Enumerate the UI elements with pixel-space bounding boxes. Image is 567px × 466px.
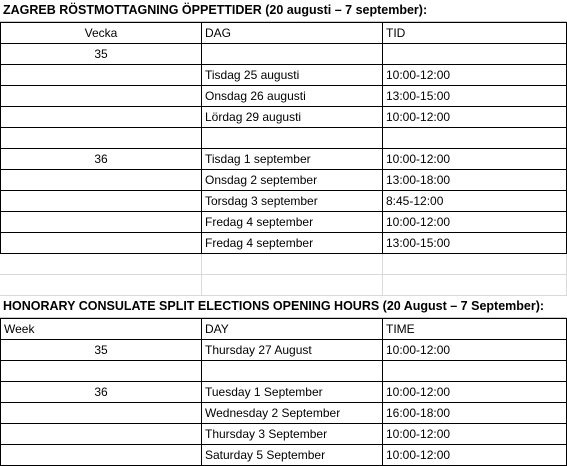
time-cell: 10:00-12:00	[383, 340, 567, 361]
day-cell	[202, 361, 383, 382]
time-cell: 13:00-15:00	[383, 233, 567, 254]
week-cell	[0, 86, 202, 107]
time-cell	[383, 44, 567, 65]
header-week: Vecka	[0, 23, 202, 44]
time-cell: 13:00-18:00	[383, 170, 567, 191]
section2-title: HONORARY CONSULATE SPLIT ELECTIONS OPENI…	[0, 296, 567, 318]
week-cell: 35	[0, 44, 202, 65]
section1-title: ZAGREB RÖSTMOTTAGNING ÖPPETTIDER (20 aug…	[0, 0, 567, 22]
spacer-row	[0, 275, 567, 296]
time-cell	[383, 361, 567, 382]
time-cell: 10:00-12:00	[383, 149, 567, 170]
day-cell: Lördag 29 augusti	[202, 107, 383, 128]
week-cell	[0, 128, 202, 149]
table-row	[0, 128, 567, 149]
time-cell: 8:45-12:00	[383, 191, 567, 212]
table-row	[0, 361, 567, 382]
day-cell: Thursday 27 August	[202, 340, 383, 361]
day-cell: Tisdag 1 september	[202, 149, 383, 170]
day-cell: Wednesday 2 September	[202, 403, 383, 424]
week-cell: 36	[0, 149, 202, 170]
header-day: DAY	[202, 319, 383, 340]
week-cell	[0, 233, 202, 254]
week-cell	[0, 445, 202, 466]
week-cell: 35	[0, 340, 202, 361]
header-time: TIME	[383, 319, 567, 340]
week-cell	[0, 191, 202, 212]
day-cell	[202, 128, 383, 149]
time-cell: 10:00-12:00	[383, 107, 567, 128]
week-cell	[0, 403, 202, 424]
week-cell	[0, 107, 202, 128]
day-cell: Saturday 5 September	[202, 445, 383, 466]
week-cell	[0, 65, 202, 86]
day-cell: Torsdag 3 september	[202, 191, 383, 212]
day-cell: Tisdag 25 augusti	[202, 65, 383, 86]
section2-header-row: Week DAY TIME	[0, 319, 567, 340]
week-cell: 36	[0, 382, 202, 403]
week-cell	[0, 424, 202, 445]
header-day: DAG	[202, 23, 383, 44]
time-cell: 10:00-12:00	[383, 212, 567, 233]
day-cell	[202, 44, 383, 65]
time-cell	[383, 128, 567, 149]
time-cell: 10:00-12:00	[383, 382, 567, 403]
time-cell: 10:00-12:00	[383, 424, 567, 445]
spacer-row	[0, 254, 567, 275]
day-cell: Fredag 4 september	[202, 233, 383, 254]
time-cell: 10:00-12:00	[383, 65, 567, 86]
day-cell: Thursday 3 September	[202, 424, 383, 445]
day-cell: Onsdag 2 september	[202, 170, 383, 191]
section1-header-row: Vecka DAG TID	[0, 23, 567, 44]
time-cell: 16:00-18:00	[383, 403, 567, 424]
day-cell: Onsdag 26 augusti	[202, 86, 383, 107]
table-row: 35	[0, 44, 567, 65]
time-cell: 10:00-12:00	[383, 445, 567, 466]
time-cell: 13:00-15:00	[383, 86, 567, 107]
day-cell: Tuesday 1 September	[202, 382, 383, 403]
week-cell	[0, 170, 202, 191]
week-cell	[0, 361, 202, 382]
week-cell	[0, 212, 202, 233]
header-week: Week	[0, 319, 202, 340]
header-time: TID	[383, 23, 567, 44]
day-cell: Fredag 4 september	[202, 212, 383, 233]
